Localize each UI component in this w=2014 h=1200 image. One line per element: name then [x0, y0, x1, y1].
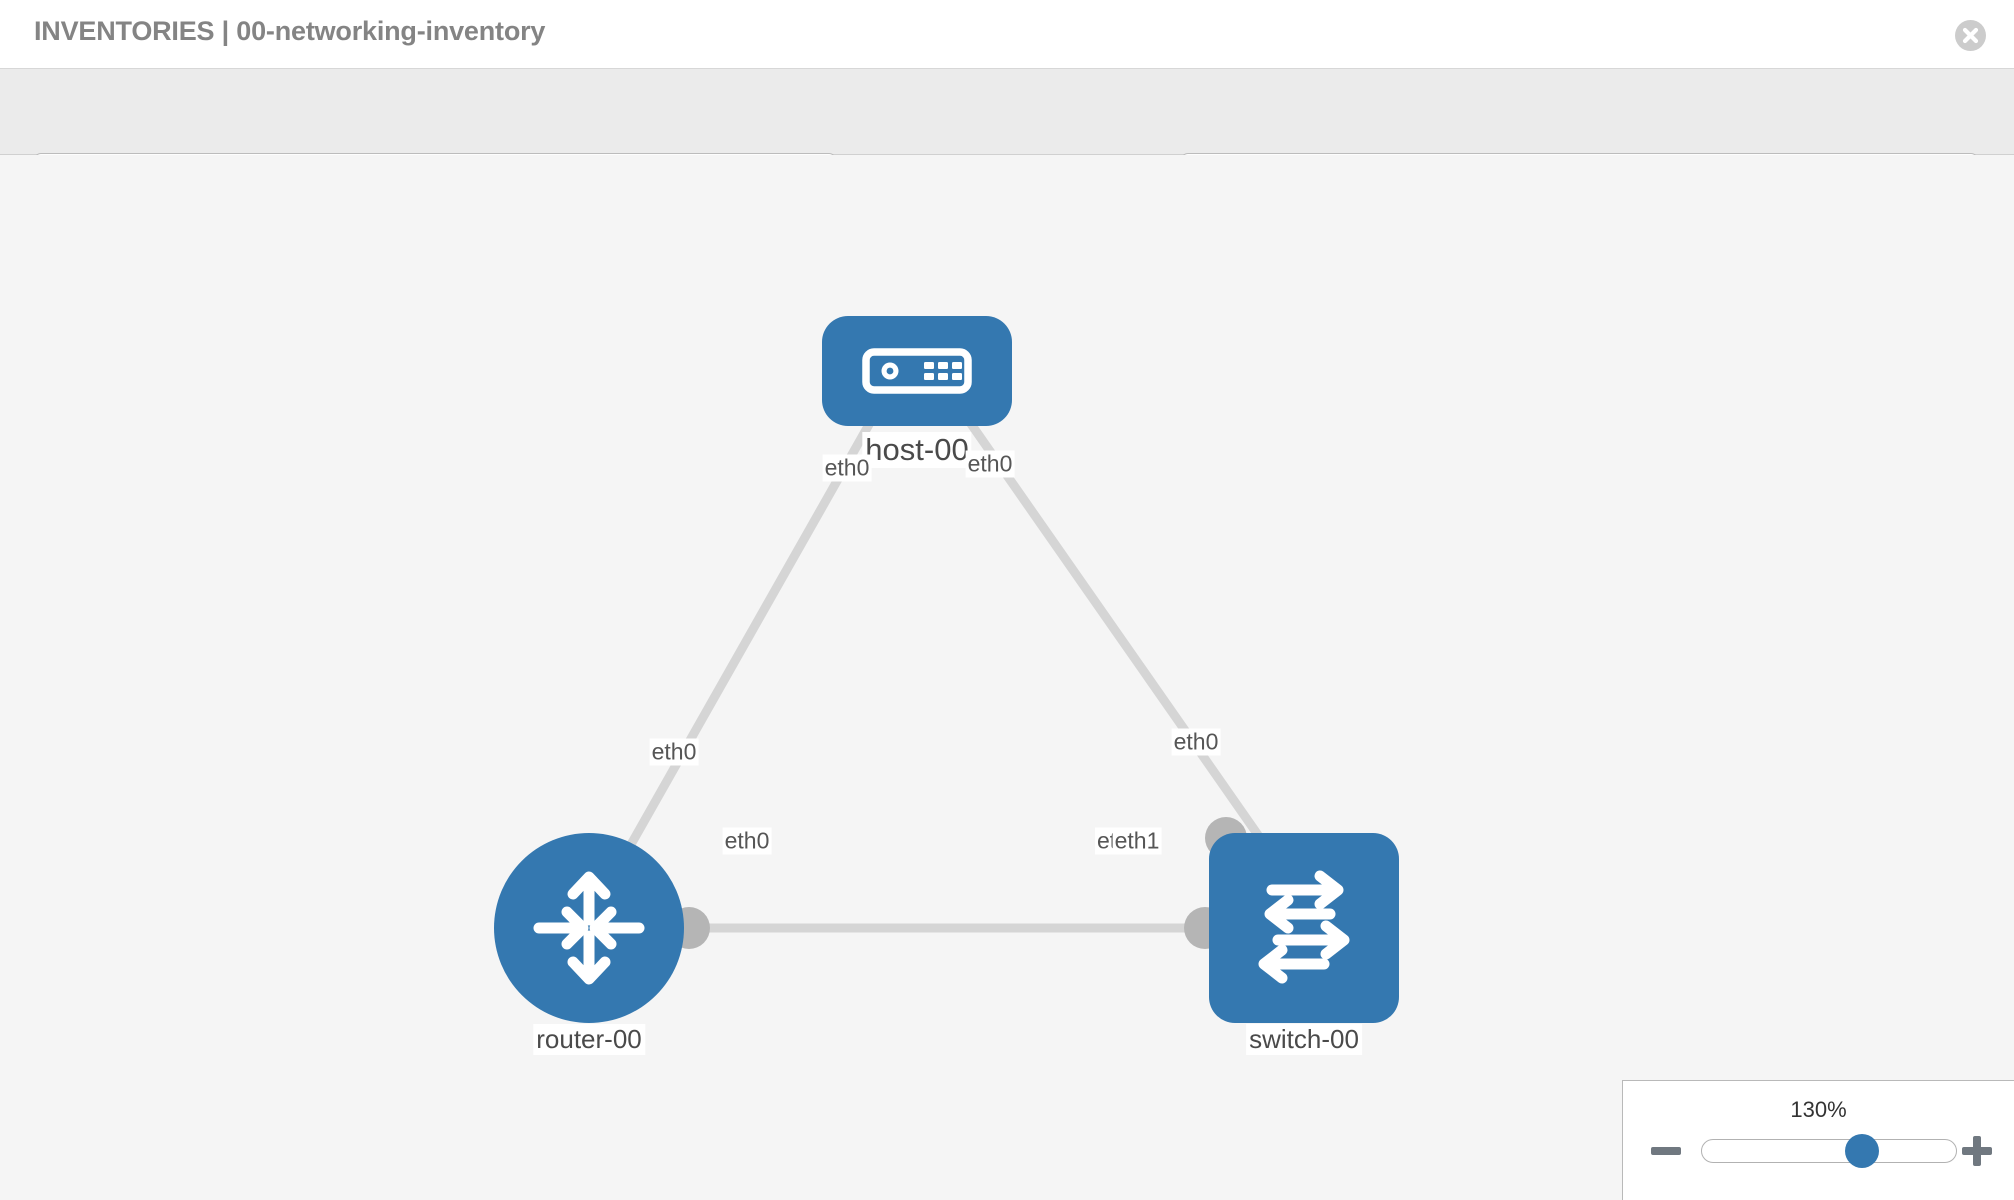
node-router-00-label: router-00	[533, 1024, 645, 1055]
edge-label-switch-up: eth0	[1171, 728, 1221, 756]
edge-label-host-left: eth0	[822, 454, 872, 482]
zoom-in-button[interactable]	[1960, 1134, 1994, 1168]
zoom-level-value: 130%	[1790, 1097, 1847, 1122]
edge-label-router-right: eth0	[722, 827, 772, 855]
minus-icon	[1651, 1147, 1681, 1155]
zoom-out-button[interactable]	[1649, 1134, 1683, 1168]
server-icon	[862, 348, 972, 394]
node-switch-00[interactable]: switch-00	[1209, 833, 1399, 1055]
node-host-00[interactable]: host-00	[822, 316, 1012, 468]
switch-icon	[1258, 870, 1350, 984]
router-icon	[533, 871, 645, 985]
edge-label-router-up: eth0	[649, 738, 699, 766]
plus-icon-vertical	[1973, 1136, 1981, 1166]
zoom-slider[interactable]	[1701, 1134, 1957, 1168]
toolbar: ACTIONS SEARC	[0, 69, 2014, 210]
close-icon[interactable]	[1955, 20, 1986, 51]
edge-label-switch-left: eth1	[1112, 827, 1162, 855]
node-host-00-label: host-00	[862, 432, 972, 468]
node-router-00[interactable]: router-00	[494, 833, 684, 1055]
topology-edges	[620, 386, 1277, 933]
page-header: INVENTORIES | 00-networking-inventory	[0, 0, 2014, 69]
zoom-slider-thumb[interactable]	[1845, 1134, 1880, 1168]
node-switch-00-label: switch-00	[1246, 1024, 1362, 1055]
edge-label-host-right: eth0	[965, 450, 1015, 478]
topology-canvas[interactable]: host-00 router-00	[0, 155, 2014, 1200]
node-host-00-shape	[822, 316, 1012, 426]
zoom-control-panel: 130%	[1622, 1080, 2014, 1200]
node-router-00-shape	[494, 833, 684, 1023]
page-title: INVENTORIES | 00-networking-inventory	[34, 16, 546, 46]
node-switch-00-shape	[1209, 833, 1399, 1023]
